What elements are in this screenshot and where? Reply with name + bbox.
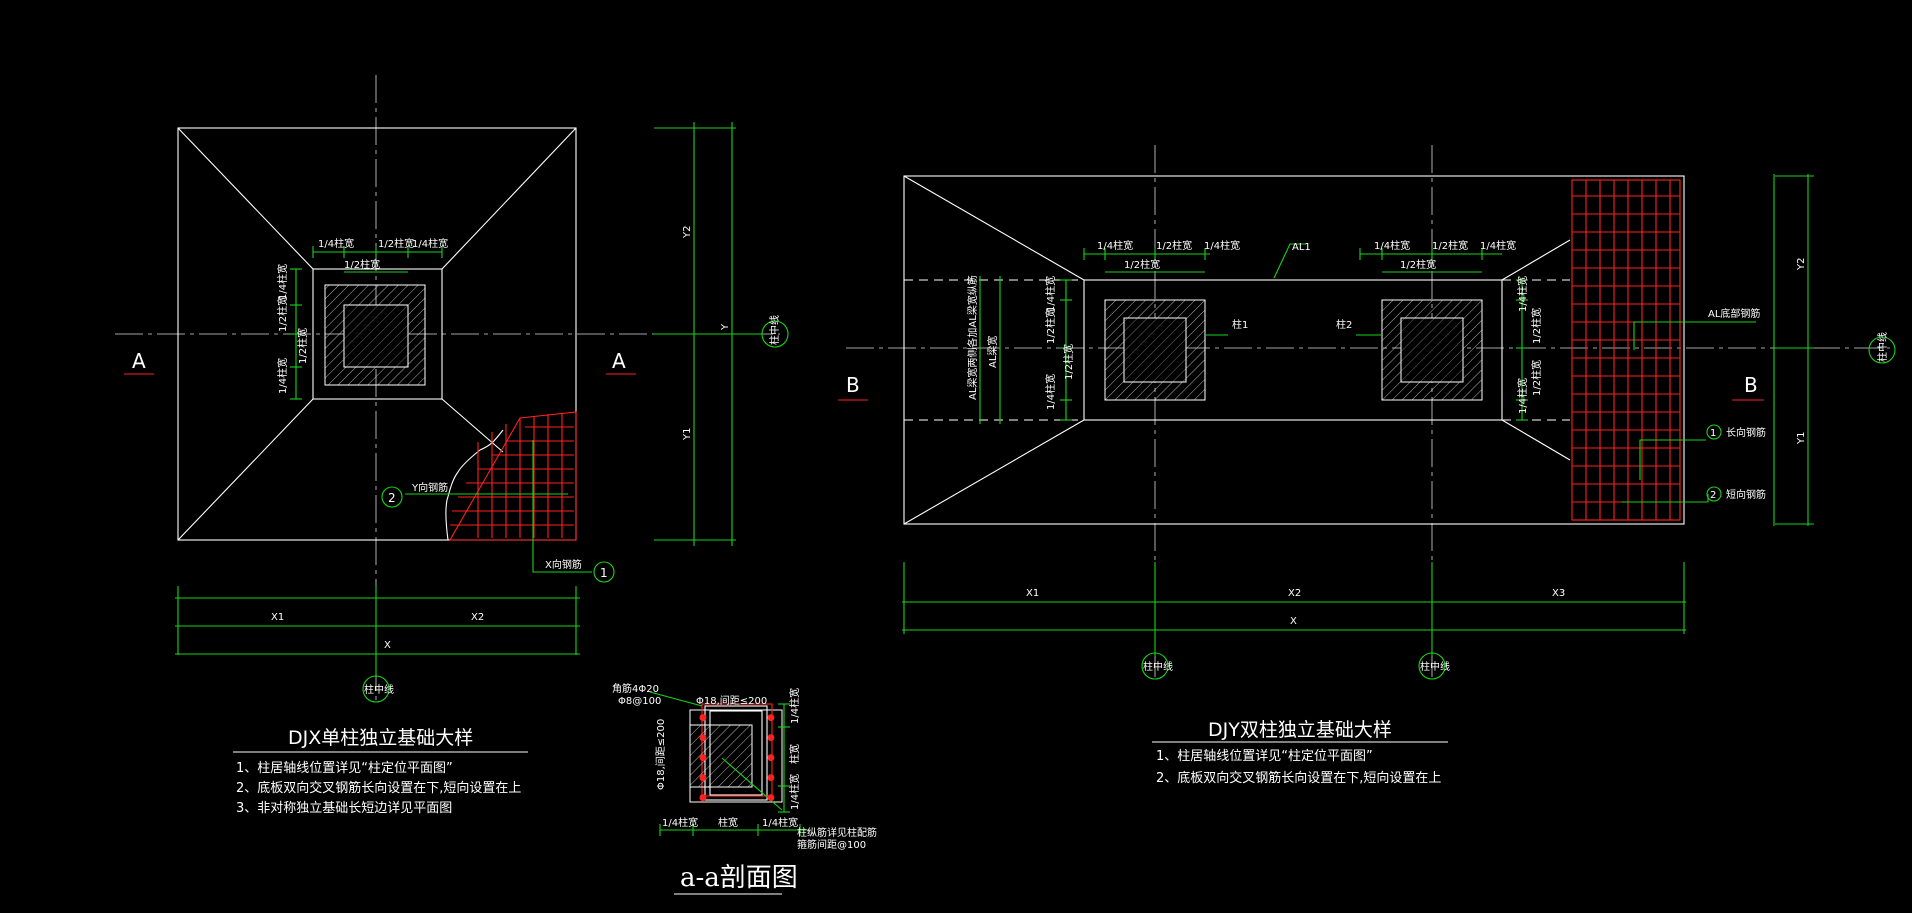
djy-dim-top-right-3: 1/4柱宽	[1480, 239, 1516, 252]
djy-dim-left-1: 1/4柱宽	[1044, 276, 1057, 312]
djy-note-1: 1、柱居轴线位置详见“柱定位平面图”	[1156, 749, 1373, 764]
section-dim-right-3: 1/4柱宽	[788, 774, 801, 810]
djx-dim-x: X	[384, 640, 391, 651]
djx-y-rebar-label: Y向钢筋	[411, 481, 448, 494]
djx-dim-top-1: 1/4柱宽	[318, 237, 354, 250]
djx-dim-x1: X1	[271, 612, 284, 623]
svg-text:●: ●	[767, 733, 775, 743]
section-dim-bottom-1: 1/4柱宽	[662, 816, 698, 829]
djx-dim-y1: Y1	[682, 428, 693, 441]
djx-dim-y2: Y2	[682, 226, 693, 239]
djy-callout-2: 2	[1710, 490, 1716, 501]
djy-dim-y2: Y2	[1796, 258, 1807, 271]
djy-long-rebar-label: 长向钢筋	[1726, 426, 1766, 439]
djy-dim-top-left-1: 1/4柱宽	[1097, 239, 1133, 252]
djy-plan: 柱1 柱2 AL底部钢筋	[838, 145, 1896, 786]
djy-dim-right-3: 1/2柱宽	[1530, 360, 1543, 396]
svg-text:●: ●	[767, 753, 775, 763]
svg-text:●: ●	[767, 713, 775, 723]
djy-title: DJY双柱独立基础大样	[1208, 719, 1392, 741]
djy-dim-right-1: 1/4柱宽	[1516, 276, 1529, 312]
section-title: a-a剖面图	[680, 863, 798, 893]
djx-axis-label-bottom: 柱中线	[364, 683, 394, 696]
djx-callout-2: 2	[388, 491, 396, 505]
djx-note-3: 3、非对称独立基础长短边详见平面图	[236, 801, 452, 816]
djy-dim-top-right-1: 1/4柱宽	[1374, 239, 1410, 252]
svg-text:●: ●	[767, 773, 775, 783]
section-label-stirrup: Φ8@100	[618, 696, 661, 707]
section-dim-bottom-2: 柱宽	[718, 816, 738, 829]
djy-dim-top-right-4: 1/2柱宽	[1400, 258, 1436, 271]
djx-title: DJX单柱独立基础大样	[288, 727, 473, 749]
djy-dim-top-left-4: 1/2柱宽	[1124, 258, 1160, 271]
djx-x-rebar-label: X向钢筋	[545, 558, 582, 571]
section-note-1: 柱纵筋详见柱配筋	[797, 826, 877, 839]
djx-section-a-left: A	[132, 349, 146, 373]
djx-dim-x2: X2	[471, 612, 484, 623]
djy-dim-x1: X1	[1026, 588, 1039, 599]
djx-note-1: 1、柱居轴线位置详见“柱定位平面图”	[236, 761, 453, 776]
svg-text:●: ●	[767, 793, 775, 803]
djy-beam-rebar-label: AL底部钢筋	[1708, 307, 1760, 320]
djy-axis-label-right: 柱中线	[1876, 332, 1889, 362]
djy-section-b-left: B	[846, 373, 860, 397]
djy-beam-label: AL1	[1292, 242, 1311, 253]
section-dim-right-2: 柱宽	[788, 744, 801, 764]
djy-beam-width: AL梁宽	[986, 336, 999, 368]
djx-dim-top-2: 1/2柱宽	[378, 237, 414, 250]
djx-dim-top-4: 1/2柱宽	[344, 258, 380, 271]
djy-dim-top-left-2: 1/2柱宽	[1156, 239, 1192, 252]
djy-dim-right-2: 1/2柱宽	[1530, 308, 1543, 344]
djx-dim-left-2: 1/2柱宽	[276, 296, 289, 332]
djy-dim-left-3: 1/2柱宽	[1062, 344, 1075, 380]
section-aa: ● ● ● ● ● ● ● ● ● ● 角筋4Φ20 Φ8@100 Φ18,间距≤200 Φ…	[612, 682, 877, 895]
section-label-corner: 角筋4Φ20	[612, 682, 659, 695]
djx-plan: 2 Y向钢筋 1 X向钢筋 1/4柱宽 1/2柱宽 1/4柱宽 1/2柱宽 1/…	[115, 75, 789, 816]
djx-callout-1: 1	[600, 566, 608, 580]
djx-dim-left-3: 1/2柱宽	[296, 328, 309, 364]
svg-text:●: ●	[699, 733, 707, 743]
section-dim-bottom-3: 1/4柱宽	[762, 816, 798, 829]
djy-dim-top-left-3: 1/4柱宽	[1204, 239, 1240, 252]
section-label-rebar-top: Φ18,间距≤200	[696, 694, 767, 707]
djy-dim-x3: X3	[1552, 588, 1565, 599]
djy-axis-label-1: 柱中线	[1143, 660, 1173, 673]
djx-dim-y: Y	[720, 323, 731, 331]
djy-dim-x: X	[1290, 616, 1297, 627]
djy-col1-label: 柱1	[1232, 318, 1248, 331]
section-label-rebar-left: Φ18,间距≤200	[654, 719, 667, 790]
djy-dim-top-right-2: 1/2柱宽	[1432, 239, 1468, 252]
djy-dim-x2: X2	[1288, 588, 1301, 599]
djx-dim-top-3: 1/4柱宽	[412, 237, 448, 250]
djy-col2-label: 柱2	[1336, 318, 1352, 331]
svg-text:●: ●	[699, 753, 707, 763]
djy-rebar-mesh	[1571, 179, 1681, 521]
djy-dim-right-4: 1/4柱宽	[1516, 378, 1529, 414]
djy-section-b-right: B	[1744, 373, 1758, 397]
djy-beam-note: AL梁宽两侧各加AL梁宽纵筋	[966, 275, 979, 400]
djx-dim-left-1: 1/4柱宽	[276, 264, 289, 300]
svg-text:●: ●	[699, 713, 707, 723]
section-note-2: 箍筋间距@100	[797, 838, 866, 851]
djy-callout-1: 1	[1710, 428, 1716, 439]
djy-dim-left-2: 1/2柱宽	[1044, 308, 1057, 344]
djy-note-2: 2、底板双向交叉钢筋长向设置在下,短向设置在上	[1156, 770, 1441, 786]
djy-dim-left-4: 1/4柱宽	[1044, 374, 1057, 410]
svg-text:●: ●	[699, 793, 707, 803]
djx-dim-left-4: 1/4柱宽	[276, 358, 289, 394]
djx-note-2: 2、底板双向交叉钢筋长向设置在下,短向设置在上	[236, 780, 521, 796]
djx-section-a-right: A	[612, 349, 626, 373]
svg-text:●: ●	[699, 773, 707, 783]
djy-short-rebar-label: 短向钢筋	[1726, 488, 1766, 501]
djx-axis-label-right: 柱中线	[768, 315, 781, 345]
djy-axis-label-2: 柱中线	[1420, 660, 1450, 673]
djx-rebar-mesh	[449, 411, 577, 541]
djy-dim-y1: Y1	[1796, 432, 1807, 445]
section-dim-right-1: 1/4柱宽	[788, 688, 801, 724]
